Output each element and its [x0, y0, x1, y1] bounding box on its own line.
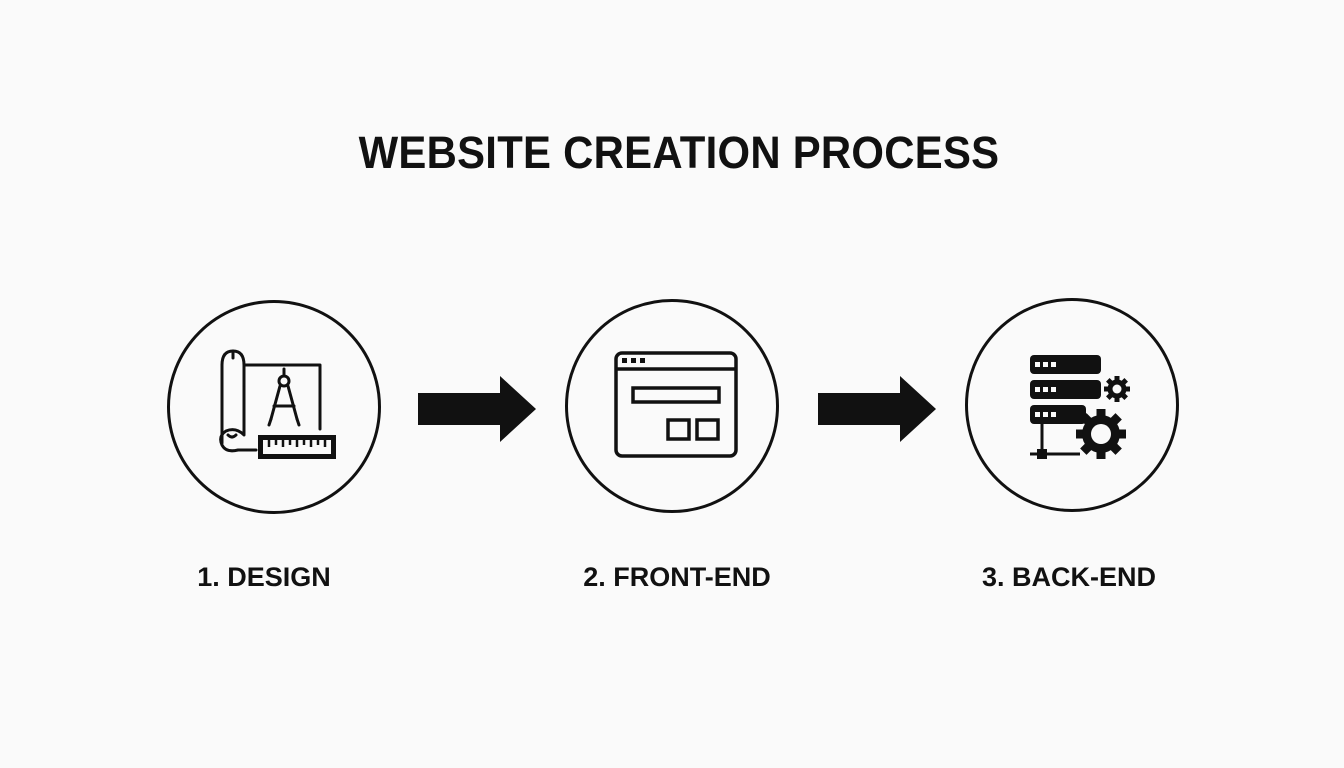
arrow-right-icon — [818, 376, 936, 442]
step-back-end-circle — [965, 298, 1179, 512]
step-back-end-label: 3. BACK-END — [981, 562, 1156, 592]
browser-window-icon — [614, 351, 738, 458]
arrow-right-icon — [418, 376, 536, 442]
blueprint-compass-ruler-icon — [219, 349, 336, 459]
step-design-circle — [167, 300, 381, 514]
server-gears-icon — [1030, 355, 1130, 459]
diagram-title: WEBSITE CREATION PROCESS — [358, 127, 1000, 178]
step-front-end-label: 2. FRONT-END — [583, 562, 771, 592]
step-front-end-circle — [565, 299, 779, 513]
step-design-label: 1. DESIGN — [197, 562, 331, 592]
